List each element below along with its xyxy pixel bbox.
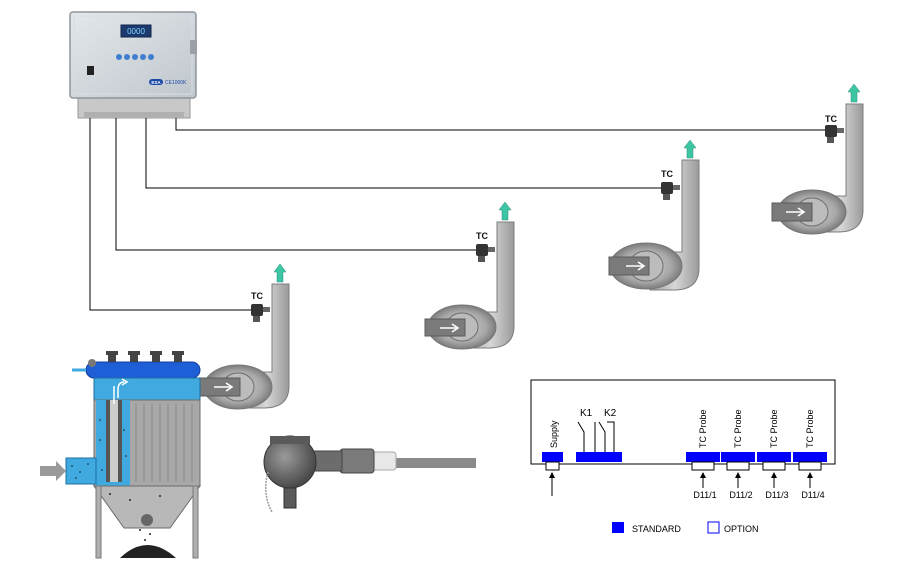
exhaust-arrow-icon bbox=[498, 201, 512, 221]
thermocouple-sensor bbox=[825, 125, 844, 143]
stack-4: TC bbox=[771, 83, 864, 235]
probe-channel-1: TC Probe D11/1 bbox=[686, 409, 720, 500]
thermocouple-probe-illustration bbox=[263, 435, 476, 513]
probe-terminal-label: D11/3 bbox=[765, 490, 788, 500]
probe-terminal-label: D11/1 bbox=[693, 490, 716, 500]
probe-terminal-label: D11/4 bbox=[801, 490, 824, 500]
supply-label: Supply bbox=[549, 420, 559, 448]
controller-button[interactable] bbox=[132, 54, 138, 60]
stack-1: TC bbox=[195, 263, 290, 410]
signal-wires bbox=[89, 118, 829, 311]
legend-option-label: OPTION bbox=[724, 524, 759, 534]
tc-label: TC bbox=[825, 114, 837, 124]
k1-label: K1 bbox=[580, 408, 593, 419]
controller-display-text: 0000 bbox=[127, 27, 145, 36]
flow-arrow bbox=[626, 261, 646, 271]
controller-display bbox=[120, 24, 152, 38]
probe-terminal bbox=[686, 452, 720, 462]
tc-label: TC bbox=[251, 291, 263, 301]
probe-channel-4: TC Probe D11/4 bbox=[793, 409, 827, 500]
supply-terminal bbox=[542, 452, 563, 462]
dust-pile bbox=[120, 545, 176, 558]
k2-label: K2 bbox=[604, 408, 617, 419]
pulse-valves bbox=[88, 351, 184, 367]
probe-terminal bbox=[757, 452, 791, 462]
brand-badge-text: ESA bbox=[151, 80, 161, 85]
exhaust-arrow-icon bbox=[273, 263, 287, 283]
thermocouple-sensor bbox=[661, 182, 680, 200]
exhaust-arrow-icon bbox=[683, 139, 697, 159]
probe-label: TC Probe bbox=[698, 409, 708, 448]
probe-label: TC Probe bbox=[769, 409, 779, 448]
probe-terminal bbox=[721, 452, 755, 462]
flow-arrow bbox=[440, 323, 460, 333]
wire-3 bbox=[145, 118, 664, 189]
controller-model: CE1000K bbox=[165, 80, 187, 86]
dust-filter bbox=[40, 351, 201, 559]
terminal-block: Supply K1 K2 TC Probe D11/1 TC Probe bbox=[530, 379, 836, 500]
stack-3: TC bbox=[608, 139, 700, 291]
probe-channel-2: TC Probe D11/2 bbox=[721, 409, 755, 500]
terminal-frame bbox=[530, 379, 836, 465]
controller-unit: 0000 ESA CE1000K bbox=[69, 11, 197, 119]
wire-4 bbox=[175, 118, 829, 131]
thermocouple-sensor bbox=[476, 244, 495, 262]
probe-label: TC Probe bbox=[805, 409, 815, 448]
stack-2: TC bbox=[424, 201, 515, 350]
flow-arrow bbox=[214, 382, 234, 392]
wire-1 bbox=[89, 118, 254, 311]
probe-rod bbox=[392, 458, 476, 468]
relay-contacts bbox=[577, 421, 615, 452]
legend-standard-label: STANDARD bbox=[632, 524, 681, 534]
filter-bags bbox=[135, 404, 193, 482]
controller-buttons bbox=[116, 54, 154, 60]
thermocouple-sensor bbox=[251, 304, 270, 322]
legend: STANDARD OPTION bbox=[612, 521, 759, 534]
tc-label: TC bbox=[661, 169, 673, 179]
controller-button[interactable] bbox=[116, 54, 122, 60]
tc-label: TC bbox=[476, 231, 488, 241]
probe-label: TC Probe bbox=[733, 409, 743, 448]
controller-button[interactable] bbox=[124, 54, 130, 60]
brand-badge bbox=[149, 79, 163, 85]
relay-terminal bbox=[576, 452, 622, 462]
power-switch[interactable] bbox=[87, 66, 94, 75]
probe-terminal-label: D11/2 bbox=[729, 490, 752, 500]
legend-standard-swatch bbox=[612, 522, 624, 533]
exhaust-arrow-icon bbox=[847, 83, 861, 103]
controller-button[interactable] bbox=[148, 54, 154, 60]
probe-terminal bbox=[793, 452, 827, 462]
legend-option-swatch bbox=[707, 521, 720, 534]
wire-2 bbox=[115, 118, 479, 251]
controller-button[interactable] bbox=[140, 54, 146, 60]
manifold bbox=[85, 361, 201, 379]
dirty-air-inlet bbox=[65, 457, 97, 485]
hopper bbox=[93, 485, 201, 529]
probe-channel-3: TC Probe D11/3 bbox=[757, 409, 791, 500]
flow-arrow bbox=[786, 207, 806, 217]
inlet-arrow-icon bbox=[40, 461, 66, 481]
